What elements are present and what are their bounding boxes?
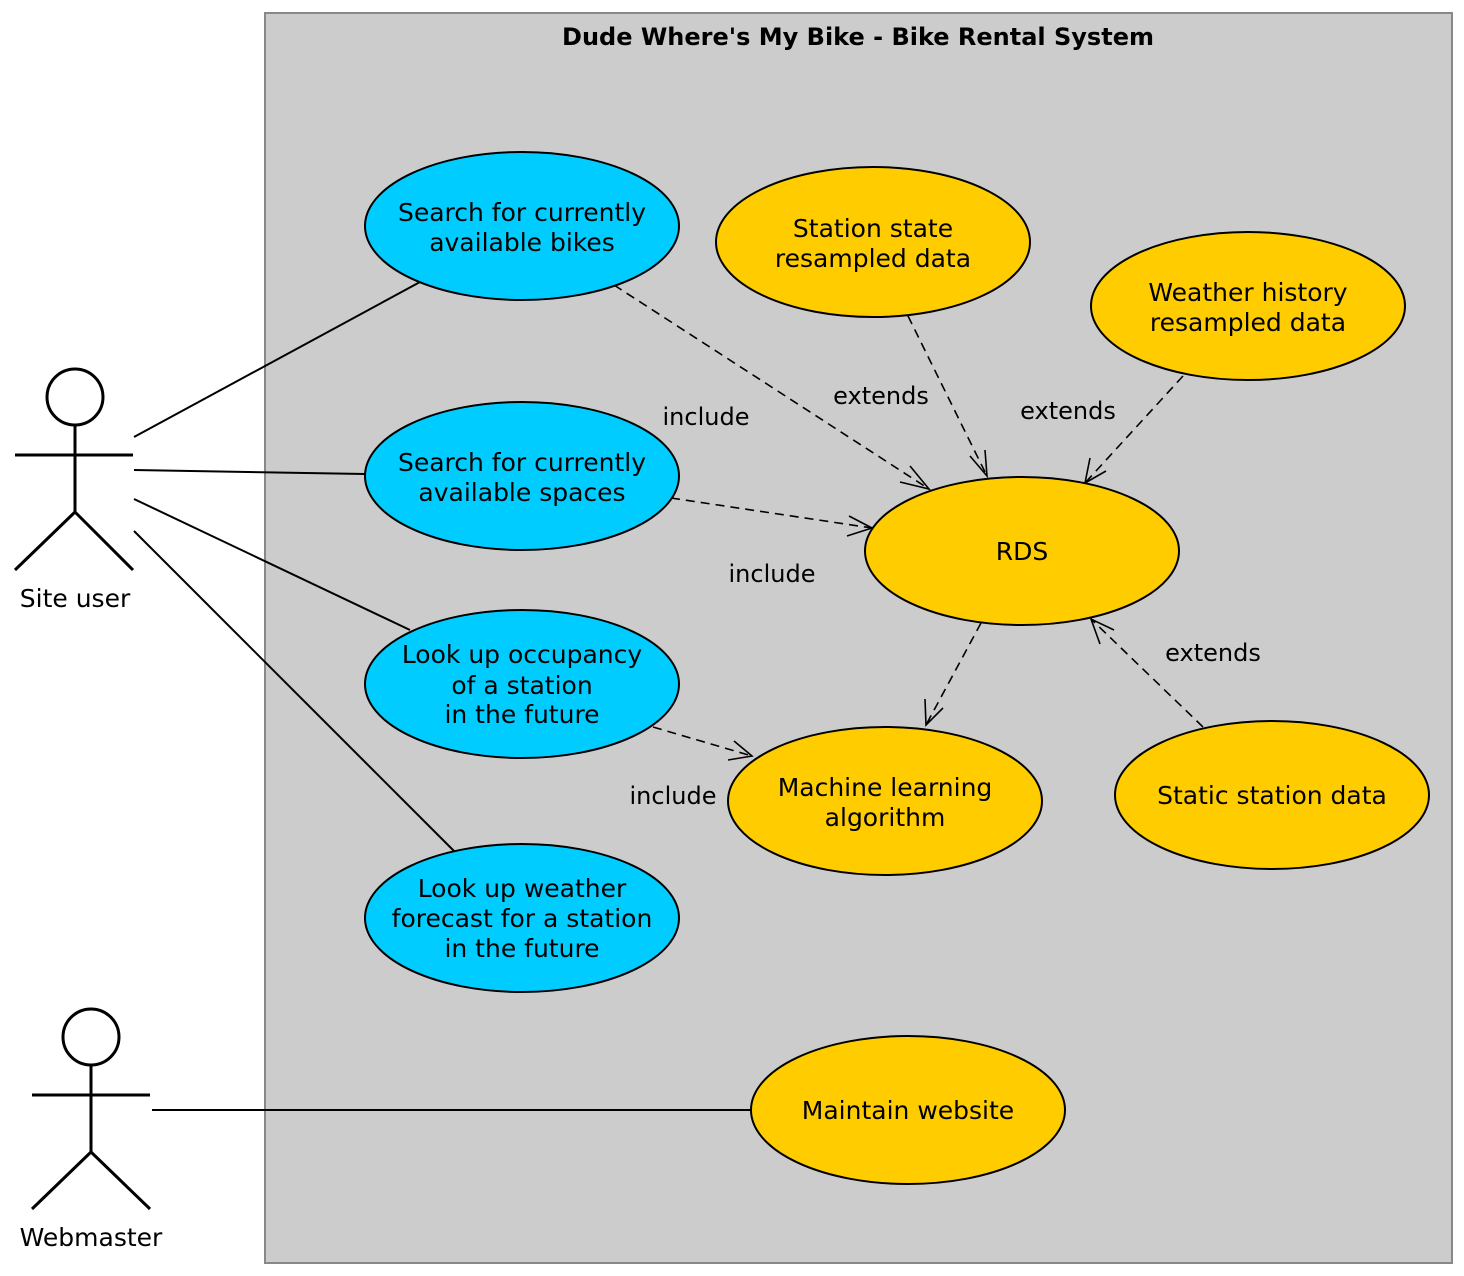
usecase-static-station-line-1: Static station data — [1157, 781, 1387, 810]
actor-webmaster-label: Webmaster — [20, 1223, 163, 1252]
label-include-3: include — [630, 782, 717, 810]
usecase-rds[interactable]: RDS — [864, 476, 1180, 626]
stick-figure-icon — [30, 1007, 152, 1211]
usecase-search-bikes-line-1: Search for currently — [398, 198, 646, 227]
usecase-rds-line-1: RDS — [996, 537, 1049, 566]
svg-text:Static station data: Static station data — [1157, 781, 1387, 810]
usecase-occupancy-line-3: in the future — [444, 700, 599, 729]
label-extends-3: extends — [1165, 639, 1261, 667]
actor-site-user-label: Site user — [20, 584, 131, 613]
usecase-weather-history-line-2: resampled data — [1150, 308, 1346, 337]
usecase-search-bikes-line-2: available bikes — [429, 228, 615, 257]
usecase-weather-history-line-1: Weather history — [1148, 278, 1347, 307]
stick-figure-icon — [13, 367, 135, 572]
system-title: Dude Where's My Bike - Bike Rental Syste… — [562, 23, 1154, 51]
usecase-weather-forecast-line-2: forecast for a station — [392, 904, 653, 933]
label-extends-2: extends — [1020, 397, 1116, 425]
label-extends-1: extends — [833, 382, 929, 410]
actor-site-user[interactable] — [13, 367, 135, 572]
dep-occupancy-ml — [652, 726, 754, 761]
usecase-occupancy-line-1: Look up occupancy — [402, 640, 643, 669]
usecase-maintain-website[interactable]: Maintain website — [750, 1035, 1066, 1185]
dep-static-station-rds — [1089, 617, 1204, 728]
assoc-user-search-bikes — [133, 281, 421, 438]
usecase-station-state-line-2: resampled data — [775, 244, 971, 273]
usecase-ml-line-2: algorithm — [825, 803, 946, 832]
label-include-2: include — [729, 560, 816, 588]
usecase-search-spaces-line-1: Search for currently — [398, 448, 646, 477]
usecase-ml-line-1: Machine learning — [778, 773, 993, 802]
assoc-user-weather-forecast — [133, 530, 456, 853]
actor-webmaster[interactable] — [30, 1007, 152, 1211]
usecase-maintain-website-line-1: Maintain website — [802, 1096, 1014, 1125]
usecase-weather-forecast-line-3: in the future — [444, 934, 599, 963]
usecase-occupancy-line-2: of a station — [451, 671, 592, 700]
dep-search-bikes-rds — [613, 284, 932, 491]
assoc-user-occupancy — [133, 498, 411, 631]
usecase-weather-forecast-line-1: Look up weather — [418, 874, 627, 903]
dep-rds-ml — [924, 622, 982, 727]
usecase-station-state-line-1: Station state — [793, 214, 953, 243]
usecase-search-spaces-line-2: available spaces — [418, 478, 625, 507]
svg-text:Maintain website: Maintain website — [802, 1096, 1014, 1125]
svg-text:RDS: RDS — [996, 537, 1049, 566]
label-include-1: include — [663, 403, 750, 431]
usecase-static-station[interactable]: Static station data — [1114, 720, 1430, 870]
dep-station-state-rds — [907, 315, 988, 479]
assoc-user-search-spaces — [133, 469, 366, 475]
